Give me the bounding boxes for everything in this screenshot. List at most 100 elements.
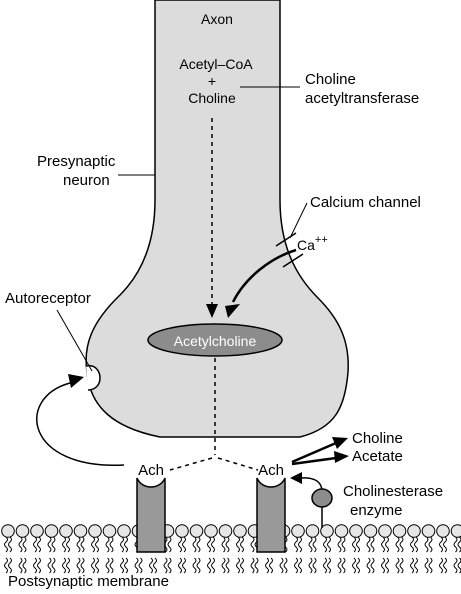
lipid-tail (47, 536, 52, 553)
lipid-tail (18, 557, 23, 574)
lipid-tail (236, 557, 240, 574)
lipid-tail (8, 536, 12, 553)
calcium-influx-arrowhead (225, 304, 240, 318)
lipid-tail (356, 557, 360, 574)
lipid-tail (439, 557, 443, 574)
lipid-tail (196, 557, 201, 574)
lipid-tail (337, 557, 342, 574)
lipid-tail (134, 557, 139, 574)
lipid-tail (105, 536, 110, 553)
lipid-tail (124, 557, 128, 574)
lipid-tail (366, 536, 371, 553)
receptor-left (136, 477, 166, 553)
lipid-tail (167, 536, 172, 553)
choline-substrate-label: Choline (188, 90, 236, 106)
lipid-tail (62, 557, 66, 574)
choline-product-arrowhead (332, 437, 348, 449)
lipid-head (233, 524, 247, 538)
lipid-tail (410, 536, 414, 553)
cholinesterase-enzyme (311, 488, 333, 508)
plus-label: + (208, 73, 216, 89)
lipid-tail (250, 536, 255, 553)
autoreceptor-feedback-arrow (36, 382, 125, 466)
lipid-tail (385, 557, 389, 574)
autoreceptor-leader (56, 309, 93, 372)
lipid-tail (149, 557, 153, 574)
lipid-tail (428, 557, 433, 574)
lipid-tail (298, 557, 302, 574)
calcium-channel-label: Calcium channel (310, 194, 421, 211)
lipid-tail (211, 536, 215, 553)
acetyl-coa-label: Acetyl–CoA (179, 56, 253, 72)
lipid-tail (18, 536, 23, 553)
ach-right-label: Ach (258, 462, 284, 479)
lipid-tail (138, 557, 143, 574)
autoreceptor-label: Autoreceptor (5, 290, 91, 307)
lipid-tail (294, 536, 298, 553)
lipid-tail (381, 557, 385, 574)
lipid-head (1, 524, 15, 538)
axon-label: Axon (201, 11, 233, 27)
lipid-tail (109, 536, 114, 553)
lipid-tail (22, 536, 27, 553)
lipid-tail (80, 536, 85, 553)
lipid-head (44, 524, 59, 538)
lipid-tail (105, 557, 110, 574)
lipid-tail (283, 557, 288, 574)
lipid-tail (47, 557, 52, 574)
lipid-tail (182, 557, 186, 574)
lipid-tail (428, 536, 433, 553)
lipid-tail (225, 557, 230, 574)
lipid-tail (178, 536, 182, 553)
lipid-tail (410, 557, 414, 574)
lipid-tail (294, 557, 298, 574)
lipid-tail (414, 536, 418, 553)
presynaptic-neuron-body (85, 0, 349, 438)
acetylcholine-label: Acetylcholine (174, 333, 257, 349)
lipid-tail (424, 536, 429, 553)
lipid-tail (457, 557, 461, 574)
lipid-tail (352, 536, 356, 553)
lipid-tail (265, 557, 269, 574)
lipid-tail (4, 557, 8, 574)
lipid-tail (192, 557, 197, 574)
acetate-product-arrowhead (334, 451, 349, 463)
lipid-tail (163, 557, 168, 574)
synthesis-arrowhead (206, 304, 218, 318)
lipid-tail (4, 536, 8, 553)
lipid-tail (120, 557, 124, 574)
lipid-tail (443, 557, 447, 574)
lipid-tail (327, 557, 331, 574)
cholinesterase-label-1: Cholinesterase (343, 483, 443, 500)
lipid-tail (341, 557, 346, 574)
lipid-head (349, 524, 363, 538)
lipid-tail (95, 557, 99, 574)
lipid-head (378, 524, 392, 538)
lipid-tail (221, 557, 226, 574)
cholinesterase-arrowhead (290, 472, 302, 484)
postsynaptic-membrane-label: Postsynaptic membrane (8, 573, 169, 590)
lipid-head (392, 524, 407, 538)
lipid-tail (22, 557, 27, 574)
lipid-tail (51, 536, 56, 553)
lipid-tail (395, 557, 400, 574)
lipid-tail (124, 536, 128, 553)
choline-product-arrow (291, 441, 337, 464)
lipid-tail (192, 536, 197, 553)
lipid-tail (207, 536, 211, 553)
lipid-tail (254, 557, 259, 574)
lipid-tail (178, 557, 182, 574)
lipid-head (117, 524, 131, 538)
lipid-tail (225, 536, 230, 553)
lipid-head (102, 524, 117, 538)
lipid-head (30, 524, 44, 538)
choline-acetyltransferase-label-2: acetyltransferase (305, 90, 419, 107)
lipid-tail (312, 536, 317, 553)
release-dashed-to-right-ach (217, 457, 259, 471)
lipid-tail (196, 536, 201, 553)
choline-acetyltransferase-label-1: Choline (305, 71, 356, 88)
lipid-tail (323, 536, 327, 553)
lipid-tail (91, 557, 95, 574)
lipid-tail (399, 536, 404, 553)
